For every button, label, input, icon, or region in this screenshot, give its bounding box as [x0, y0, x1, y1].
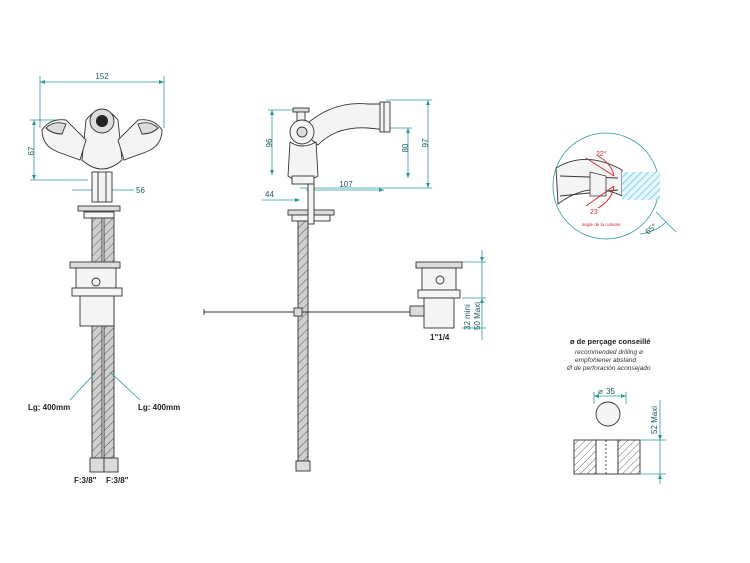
waste-thread-label: 1"1/4	[430, 333, 450, 342]
spout	[299, 103, 389, 146]
counter-hole	[595, 439, 619, 475]
spout-nozzle	[379, 101, 391, 133]
rod-clamp	[293, 307, 303, 317]
left-handle-insert	[45, 122, 67, 135]
pop-up-rod	[307, 183, 315, 225]
side-dim-96: 96	[265, 138, 274, 147]
drilling-line-en: recommended drilling ø	[575, 349, 643, 356]
detail-note: angle de la culasse	[582, 222, 621, 227]
mounting-washer	[77, 205, 121, 212]
left-hose	[91, 217, 103, 459]
detail-angle-side: 65°	[643, 222, 658, 237]
drilling-max-thickness: 52 Maxi	[650, 406, 659, 434]
hose-right-label: Lg: 400mm	[138, 403, 180, 412]
waste-flange	[415, 261, 463, 269]
front-waste-nut	[71, 287, 123, 297]
thread-right-label: F:3/8"	[106, 476, 129, 485]
drilling-diameter: 35	[606, 387, 615, 396]
waste-tail	[423, 297, 455, 329]
waste-nut	[417, 289, 461, 299]
right-hose-fitting	[103, 457, 119, 473]
side-body	[287, 141, 319, 182]
waste-stopper	[435, 275, 445, 285]
counter-block-left	[573, 439, 597, 475]
right-hose	[103, 217, 115, 459]
top-knob-cap	[292, 107, 310, 113]
side-dim-107: 107	[339, 180, 353, 189]
centre-cap-core	[96, 115, 108, 127]
counter-block-right	[617, 439, 641, 475]
dim-width-152: 152	[39, 72, 165, 128]
spout-angle-detail: 22° 23 angle de la culasse 65°	[552, 132, 677, 240]
drilling-hole-circle	[595, 401, 621, 427]
drilling-line-de: empfohlener abstand	[575, 357, 636, 364]
side-body-base	[291, 175, 315, 185]
side-hose-fitting	[295, 460, 311, 472]
height-dim-text: 67	[27, 146, 36, 155]
dim-height-67: 67	[27, 119, 88, 181]
side-view: 96 80 97 44 107	[203, 99, 432, 472]
drilling-note: ø de perçage conseillé recommended drill…	[566, 337, 666, 484]
front-view: 152 67 56	[27, 72, 180, 485]
right-handle-insert	[137, 122, 159, 135]
side-dim-80: 80	[401, 143, 410, 152]
detail-water-jet	[622, 172, 660, 200]
drilling-title: ø de perçage conseillé	[570, 337, 650, 346]
side-dim-97: 97	[421, 138, 430, 147]
front-waste-flange	[69, 261, 121, 269]
detail-spout-body	[555, 159, 623, 205]
side-hose	[297, 220, 309, 462]
left-hose-fitting	[89, 457, 105, 473]
detail-angle-top: 22°	[596, 150, 607, 158]
waste-pivot-nut	[409, 305, 425, 317]
diameter-symbol: ⌀	[598, 387, 603, 396]
waste-detail: 32 mini 50 Maxi 1"1/4	[409, 250, 486, 342]
side-dim-44: 44	[265, 190, 274, 199]
hose-left-label: Lg: 400mm	[28, 403, 70, 412]
offset-dim-text: 56	[136, 186, 145, 195]
thread-left-label: F:3/8"	[74, 476, 97, 485]
side-handle-centre	[296, 126, 308, 138]
waste-dim-max: 50 Maxi	[473, 302, 482, 330]
width-dim-text: 152	[95, 72, 109, 81]
mounting-nut	[83, 211, 115, 219]
front-waste-pivot	[91, 277, 101, 287]
detail-aerator	[589, 171, 607, 197]
detail-angle-bottom: 23	[590, 209, 598, 216]
drilling-line-es: Ø de perforación aconsejado	[566, 365, 651, 372]
waste-dim-min: 32 mini	[463, 304, 472, 330]
body-neck	[91, 171, 113, 203]
front-waste-tail	[79, 295, 115, 327]
